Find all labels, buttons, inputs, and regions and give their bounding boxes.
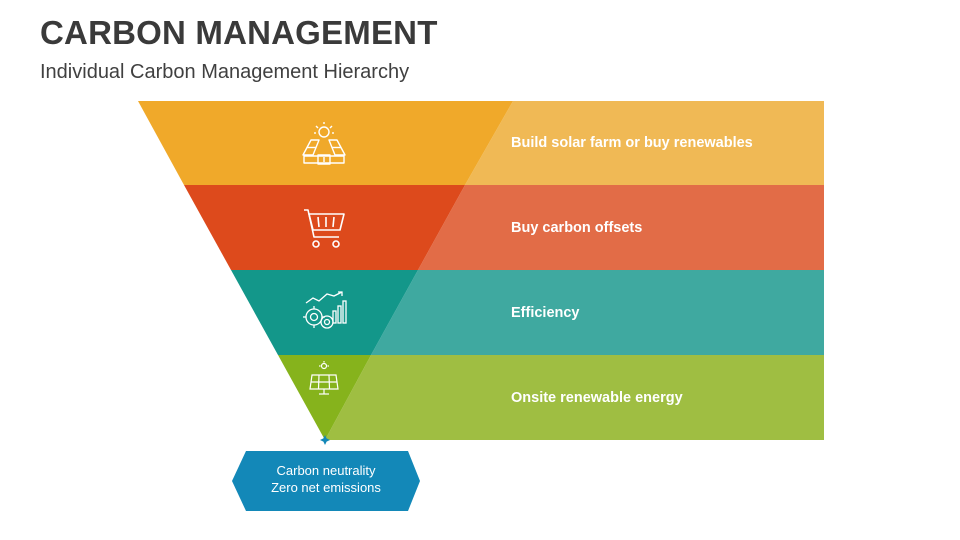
result-text: Carbon neutrality Zero net emissions [232, 462, 420, 496]
band-solar-farm [465, 101, 824, 185]
shopping-cart-icon [304, 209, 345, 248]
level-label-carbon-offsets: Buy carbon offsets [511, 220, 643, 236]
funnel-level-3 [231, 270, 418, 355]
slide-subtitle: Individual Carbon Management Hierarchy [40, 61, 410, 83]
result-line-2: Zero net emissions [271, 480, 381, 495]
band-carbon-offsets [418, 185, 824, 270]
band-onsite-renewable [325, 355, 824, 440]
level-label-efficiency: Efficiency [511, 305, 580, 321]
band-efficiency [371, 270, 824, 355]
funnel-level-4 [278, 355, 371, 440]
funnel-level-2 [184, 185, 465, 270]
solar-panel-icon [309, 361, 339, 395]
level-label-onsite-renewable: Onsite renewable energy [511, 390, 683, 406]
carbon-neutrality-hexagon [232, 451, 420, 511]
funnel-tip-marker [320, 435, 330, 445]
level-label-solar-farm: Build solar farm or buy renewables [511, 135, 753, 151]
efficiency-gears-chart-icon [303, 291, 347, 329]
funnel-level-1 [138, 101, 513, 185]
slide-title: CARBON MANAGEMENT [40, 14, 438, 51]
solar-farm-icon [302, 122, 346, 165]
result-line-1: Carbon neutrality [276, 463, 376, 478]
